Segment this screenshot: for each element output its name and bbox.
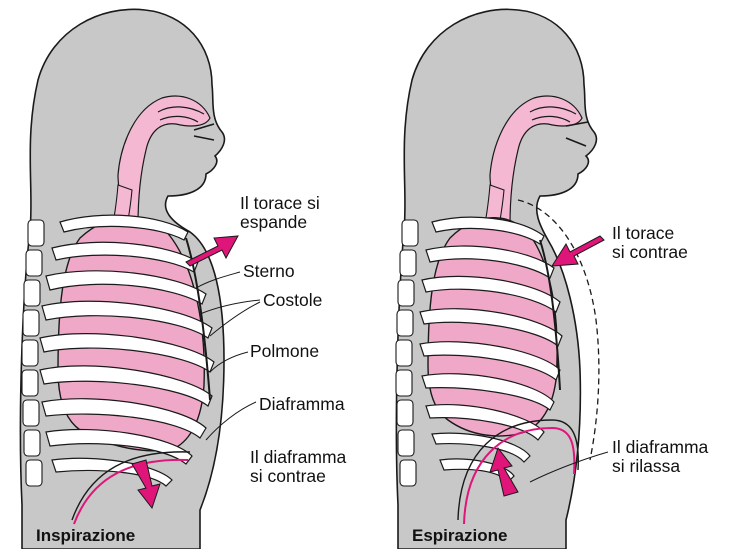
label-diaphragm-contracts: Il diaframma si contrae xyxy=(250,448,346,486)
label-diaphragm: Diaframma xyxy=(259,395,345,414)
inspiration-figure xyxy=(20,9,260,549)
expiration-figure xyxy=(396,9,608,549)
caption-expiration: Espirazione xyxy=(412,526,507,546)
label-sternum: Sterno xyxy=(243,262,295,281)
label-chest-expands: Il torace si espande xyxy=(240,194,320,232)
chest-contract-arrow xyxy=(552,236,604,266)
caption-inspiration: Inspirazione xyxy=(36,526,135,546)
label-ribs: Costole xyxy=(263,291,322,310)
label-diaphragm-relaxes: Il diaframma si rilassa xyxy=(612,438,708,476)
label-lung: Polmone xyxy=(250,342,319,361)
label-chest-contracts: Il torace si contrae xyxy=(612,224,688,262)
